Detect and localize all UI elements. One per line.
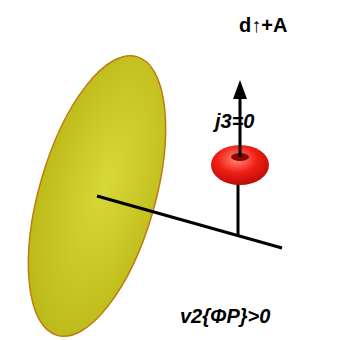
formula-label: v2{ΦP}>0	[180, 305, 270, 327]
arrow-head	[233, 80, 247, 99]
nucleus-ellipse	[1, 41, 192, 340]
impact-line	[97, 196, 282, 248]
formula-label: j3=0	[215, 110, 254, 132]
formula-label: d↑+A	[239, 14, 287, 36]
stick-line	[237, 182, 240, 236]
